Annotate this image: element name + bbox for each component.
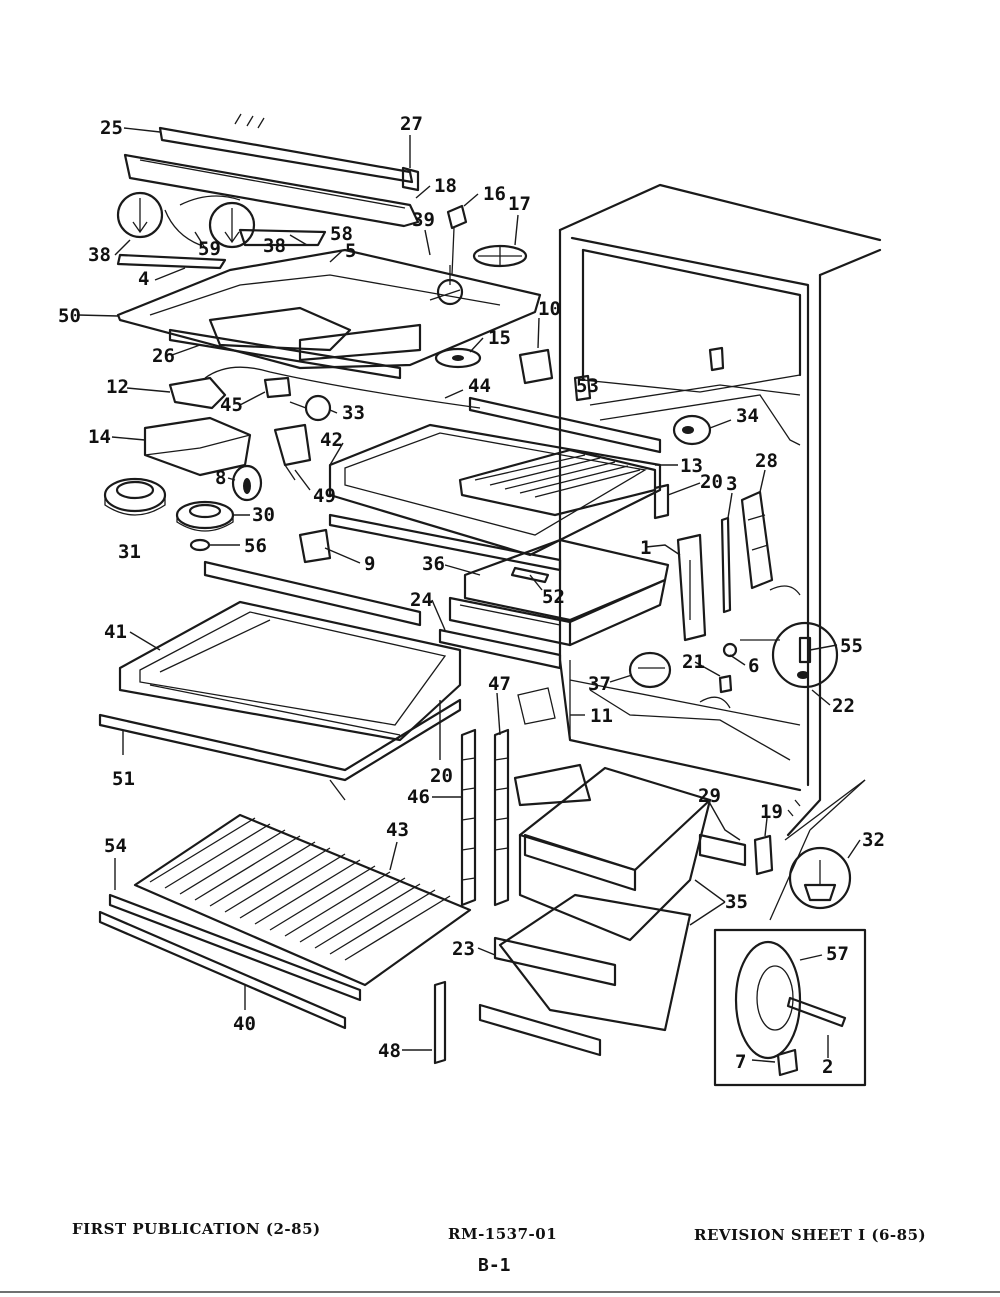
callout-17: 17 <box>508 193 531 215</box>
callout-4: 4 <box>138 268 149 290</box>
callout-43: 43 <box>386 819 409 841</box>
upper-shelf-and-grille <box>328 396 670 572</box>
callout-47: 47 <box>488 673 511 695</box>
callout-44: 44 <box>468 375 491 397</box>
callout-23: 23 <box>452 938 475 960</box>
callout-1: 1 <box>640 537 651 559</box>
callout-57: 57 <box>826 943 849 965</box>
electrical-components <box>143 366 481 502</box>
cabinet-hardware <box>628 414 839 694</box>
callout-14: 14 <box>88 426 111 448</box>
shelf-ladder-rails <box>433 728 510 1065</box>
control-housing-assembly <box>123 113 420 228</box>
callout-37: 37 <box>588 673 611 695</box>
callout-28: 28 <box>755 450 778 472</box>
callout-12: 12 <box>106 376 129 398</box>
callout-25: 25 <box>100 117 123 139</box>
callout-8: 8 <box>215 467 226 489</box>
callout-32: 32 <box>862 829 885 851</box>
callout-52: 52 <box>542 586 565 608</box>
callout-27: 27 <box>400 113 423 135</box>
callout-34: 34 <box>736 405 759 427</box>
callout-56: 56 <box>244 535 267 557</box>
footer-revision-sheet: REVISION SHEET I (6-85) <box>694 1226 927 1244</box>
callout-31: 31 <box>118 541 141 563</box>
callout-7: 7 <box>735 1051 746 1073</box>
callout-leader-lines <box>77 127 866 1063</box>
callout-36: 36 <box>422 553 445 575</box>
callout-labels: 25 27 18 16 17 39 38 59 38 58 5 4 50 10 … <box>58 113 885 1078</box>
thermostat-knobs <box>116 191 327 270</box>
callout-16: 16 <box>483 183 506 205</box>
footer-manual-number: RM-1537-01 <box>448 1225 558 1243</box>
fan-motor-parts <box>434 204 528 369</box>
callout-20-upper: 20 <box>700 471 723 493</box>
evaporator-cover-panel <box>116 248 542 380</box>
callout-59: 59 <box>198 238 221 260</box>
footer-page-number: B-1 <box>478 1255 511 1276</box>
meat-keeper-drawer <box>438 538 670 670</box>
refrigerator-cabinet <box>558 183 882 837</box>
callout-55: 55 <box>840 635 863 657</box>
callout-21: 21 <box>682 651 705 673</box>
callout-46: 46 <box>407 786 430 808</box>
callout-39: 39 <box>412 209 435 231</box>
callout-11: 11 <box>590 705 613 727</box>
callout-51: 51 <box>112 768 135 790</box>
callout-50: 50 <box>58 305 81 327</box>
callout-53: 53 <box>576 375 599 397</box>
callout-54: 54 <box>104 835 127 857</box>
callout-20-lower: 20 <box>430 765 453 787</box>
callout-48: 48 <box>378 1040 401 1062</box>
shelf-brackets <box>298 348 592 564</box>
roller-wheels <box>103 477 235 552</box>
callout-29: 29 <box>698 785 721 807</box>
callout-26: 26 <box>152 345 175 367</box>
callout-9: 9 <box>364 553 375 575</box>
callout-40: 40 <box>233 1013 256 1035</box>
callout-15: 15 <box>488 327 511 349</box>
callout-3: 3 <box>726 473 737 495</box>
callout-22: 22 <box>832 695 855 717</box>
leveler-and-roller-detail <box>713 779 867 1087</box>
callout-13: 13 <box>680 455 703 477</box>
callout-18: 18 <box>434 175 457 197</box>
callout-33: 33 <box>342 402 365 424</box>
callout-49: 49 <box>313 485 336 507</box>
callout-24: 24 <box>410 589 433 611</box>
lower-glass-shelf <box>98 560 462 801</box>
callout-5: 5 <box>345 240 356 262</box>
callout-45: 45 <box>220 394 243 416</box>
callout-30: 30 <box>252 504 275 526</box>
callout-42: 42 <box>320 429 343 451</box>
footer-first-publication: FIRST PUBLICATION (2-85) <box>72 1220 321 1238</box>
callout-19: 19 <box>760 801 783 823</box>
wire-shelf <box>98 813 472 1030</box>
crisper-drawers <box>478 660 747 1057</box>
callout-58: 58 <box>330 223 353 245</box>
callout-2: 2 <box>822 1056 833 1078</box>
callout-35: 35 <box>725 891 748 913</box>
callout-10: 10 <box>538 298 561 320</box>
callout-38-right: 38 <box>263 235 286 257</box>
callout-38-left: 38 <box>88 244 111 266</box>
callout-6: 6 <box>748 655 759 677</box>
callout-41: 41 <box>104 621 127 643</box>
